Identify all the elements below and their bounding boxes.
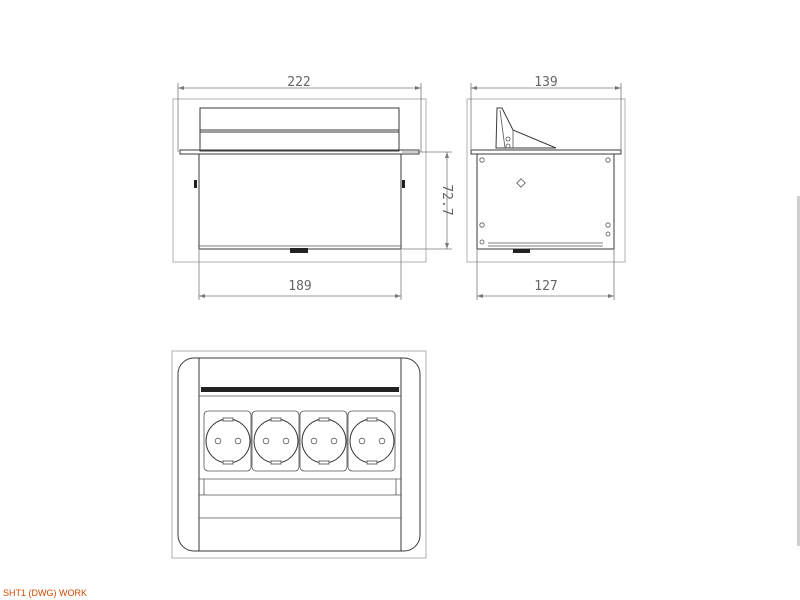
dimension-127: 127	[476, 250, 615, 300]
dimension-127-label: 127	[534, 279, 557, 294]
dimension-139-label: 139	[534, 75, 557, 90]
dimension-189: 189	[198, 250, 402, 300]
side-view: 139 127	[466, 75, 626, 300]
side-lid-bracket	[495, 107, 557, 149]
socket-3	[299, 410, 348, 472]
dimension-222-label: 222	[287, 75, 310, 90]
socket-1	[203, 410, 252, 472]
socket-2	[251, 410, 300, 472]
top-lid-hinge	[201, 387, 399, 392]
side-body	[476, 153, 615, 250]
right-scrollbar[interactable]	[797, 196, 800, 546]
front-view-frame	[172, 98, 427, 263]
socket-4	[347, 410, 396, 472]
front-body	[198, 153, 402, 250]
dimension-72-7-label: 72.7	[439, 184, 454, 215]
front-view: 222 189 72.7	[172, 75, 454, 300]
top-inner-frame	[198, 357, 402, 552]
side-flange	[470, 149, 622, 155]
dimension-139: 139	[470, 75, 622, 150]
top-view-frame	[171, 350, 427, 559]
side-cable-exit	[513, 249, 530, 253]
sheet-label: SHT1 (DWG) WORK	[3, 588, 87, 598]
front-cable-exit	[290, 248, 308, 253]
dimension-222: 222	[177, 75, 422, 152]
top-view	[171, 350, 427, 559]
side-view-frame	[466, 98, 626, 263]
dimension-189-label: 189	[288, 279, 311, 294]
dimension-72-7: 72.7	[402, 151, 454, 250]
